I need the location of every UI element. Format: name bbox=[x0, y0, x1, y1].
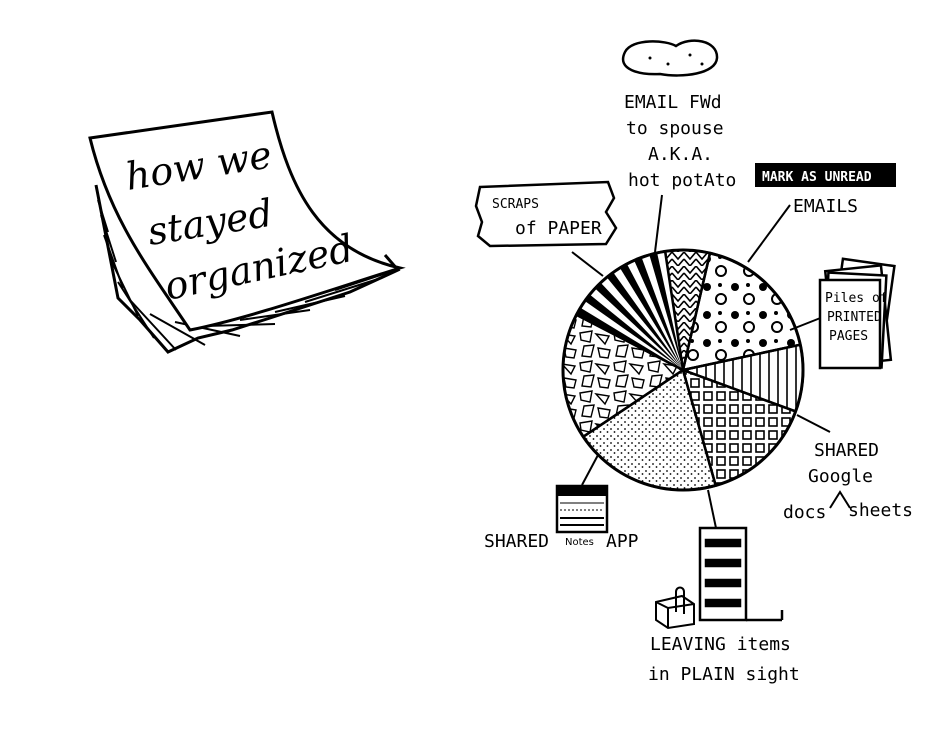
pie-slice-scraps-ray bbox=[595, 282, 683, 370]
label-scraps-line-1: SCRAPS bbox=[492, 197, 539, 212]
torn-paper-icon bbox=[474, 180, 618, 248]
pie-outline bbox=[561, 248, 805, 492]
label-potato-line-4: hot potAto bbox=[628, 170, 736, 191]
label-piles-line-3: PAGES bbox=[829, 329, 868, 344]
label-notes-line-2: Notes bbox=[565, 537, 594, 548]
leader-lines bbox=[571, 194, 831, 529]
label-unread-line-1: MARK AS UNREAD bbox=[762, 170, 872, 185]
paper-clip-icon bbox=[655, 586, 695, 630]
label-potato-line-2: to spouse bbox=[626, 118, 724, 139]
label-sight-line-1: LEAVING items bbox=[650, 634, 791, 655]
label-potato-line-1: EMAIL FWd bbox=[624, 92, 722, 113]
label-google-line-4: sheets bbox=[848, 500, 913, 521]
caret-mark bbox=[829, 490, 851, 509]
label-scraps-line-2: of PAPER bbox=[515, 218, 602, 239]
label-google-line-3: docs bbox=[783, 502, 826, 523]
potato-icon bbox=[621, 39, 719, 77]
pie-slice-scraps-ray bbox=[634, 257, 683, 370]
label-piles-line-2: PRINTED bbox=[827, 310, 882, 325]
pie-slice-scraps-ray bbox=[606, 272, 683, 370]
pie-slice-scraps-ray bbox=[649, 252, 683, 370]
label-notes-line-3: APP bbox=[606, 531, 639, 552]
pie-slice-scraps-ray bbox=[584, 294, 683, 370]
label-potato-line-3: A.K.A. bbox=[648, 144, 713, 165]
sticky-note-icon bbox=[88, 110, 406, 354]
unread-label-box bbox=[755, 163, 896, 187]
pie-chart bbox=[561, 248, 805, 492]
paper-stack-icon bbox=[818, 257, 896, 370]
notes-app-icon bbox=[555, 484, 609, 534]
label-google-line-2: Google bbox=[808, 466, 873, 487]
pie-slice-scraps-ray bbox=[576, 307, 683, 370]
label-notes-line-1: SHARED bbox=[484, 531, 549, 552]
label-sight-line-2: in PLAIN sight bbox=[648, 664, 800, 685]
label-piles-line-1: Piles of bbox=[825, 291, 888, 306]
label-google-line-1: SHARED bbox=[814, 440, 879, 461]
filing-cabinet-icon bbox=[698, 526, 784, 622]
label-unread-line-2: EMAILS bbox=[793, 196, 858, 217]
pie-slice-scraps-ray bbox=[619, 263, 683, 370]
